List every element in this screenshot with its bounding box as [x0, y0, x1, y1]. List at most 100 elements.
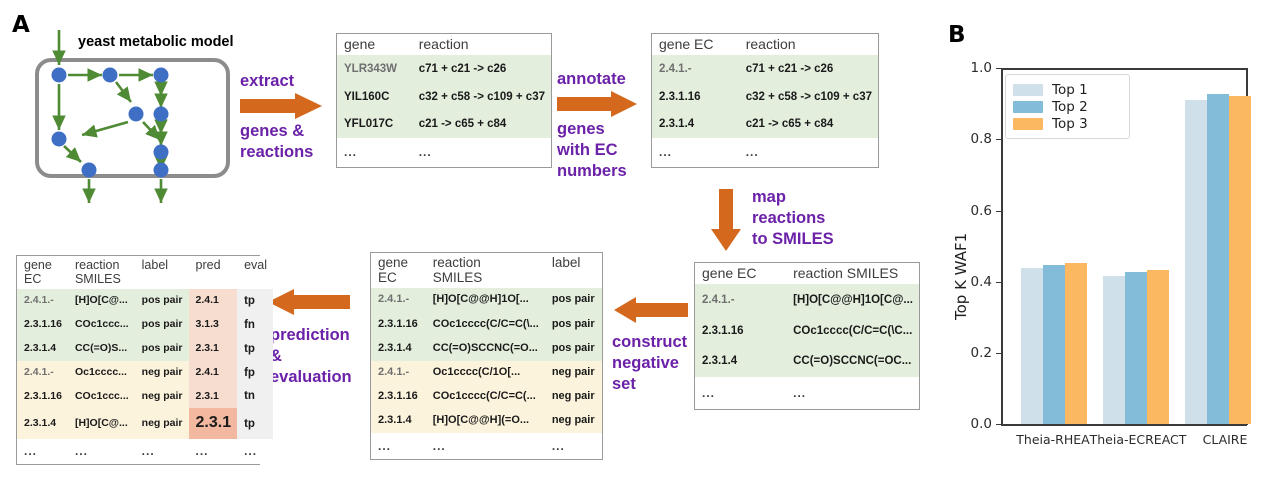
cell-eval: fp [237, 360, 274, 385]
table-row-ellipsis: ... ... [652, 138, 878, 167]
ytick-mark [996, 353, 1001, 355]
table-row: 2.3.1.16 COc1ccc... neg pair 2.3.1 tn [17, 384, 274, 409]
cell-dots: ... [337, 138, 412, 167]
cell-gene-ec: 2.3.1.4 [652, 110, 739, 139]
cell-dots: ... [237, 439, 274, 464]
cell-pred: 2.3.1 [188, 384, 238, 409]
cell-smiles: COc1cccc(C/C=C(\C... [786, 315, 919, 347]
th-rxn-line1: reaction [74, 258, 120, 272]
cell-smiles: COc1ccc... [67, 384, 135, 409]
cell-gene-ec: 2.4.1.- [17, 289, 68, 313]
cell-reaction: c71 + c21 -> c26 [738, 55, 878, 83]
cell-pred: 2.3.1 [188, 336, 238, 361]
ytick-mark [996, 139, 1001, 141]
axis-left [1001, 68, 1003, 425]
xtick-label-theia-ecreact: Theia-ECREACT [1089, 432, 1187, 447]
bar-claire-top1 [1185, 100, 1207, 424]
extract-arrow-icon [240, 93, 322, 119]
bar-theia-rhea-top3 [1065, 263, 1087, 424]
map-arrow-icon [711, 189, 741, 251]
bar-theia-ecreact-top1 [1103, 275, 1125, 424]
cell-gene: YFL017C [337, 110, 412, 139]
ytick-mark [996, 68, 1001, 70]
th-reaction: reaction [738, 34, 878, 56]
ytick-label-2: 0.4 [970, 274, 992, 290]
th-rxn-line2: SMILES [432, 269, 483, 285]
cell-label: neg pair [544, 409, 602, 434]
cell-label: pos pair [134, 336, 189, 361]
xtick-label-theia-rhea: Theia-RHEA [1016, 432, 1090, 447]
table-gene-reaction: gene reaction YLR343W c71 + c21 -> c26 Y… [336, 33, 552, 168]
panel-b-letter: B [948, 22, 966, 48]
ytick-label-4: 0.8 [970, 131, 992, 147]
ytick-mark [996, 211, 1001, 213]
table-row-ellipsis: ... ... [337, 138, 551, 167]
ytick-label-0: 0.0 [970, 416, 992, 432]
th-label: label [134, 256, 189, 289]
construct-label-1: construct [612, 333, 688, 351]
legend-item-top1: Top 1 [1013, 81, 1120, 98]
legend-label-top2: Top 2 [1052, 98, 1088, 115]
cell-reaction: c32 + c58 -> c109 + c37 [738, 82, 878, 111]
cell-label: neg pair [544, 384, 602, 410]
bar-theia-ecreact-top2 [1125, 272, 1147, 424]
bar-theia-ecreact-top3 [1147, 269, 1169, 424]
chart-legend: Top 1 Top 2 Top 3 [1005, 74, 1130, 139]
cell-dots: ... [411, 138, 551, 167]
table-row: YFL017C c21 -> c65 + c84 [337, 110, 551, 139]
th-gene-ec: gene EC [695, 263, 787, 285]
table-row: 2.3.1.16 COc1ccc... pos pair 3.1.3 fn [17, 312, 274, 337]
cell-label: pos pair [134, 289, 189, 313]
cell-reaction: c32 + c58 -> c109 + c37 [411, 82, 551, 111]
cell-gene-ec: 2.3.1.16 [652, 82, 739, 111]
annotate-label-above: annotate [557, 70, 626, 88]
cell-smiles: CC(=O)SCCNC(=OC... [786, 346, 919, 377]
cell-smiles: CC(=O)S... [67, 336, 135, 361]
cell-gene-ec: 2.3.1.16 [17, 312, 68, 337]
annotate-arrow-icon [557, 91, 637, 117]
cell-gene-ec: 2.3.1.16 [17, 384, 68, 409]
cell-dots: ... [786, 376, 919, 409]
cell-label: neg pair [544, 360, 602, 385]
cell-label: pos pair [544, 312, 602, 337]
prediction-label-1: prediction [270, 326, 350, 344]
cell-eval: tn [237, 384, 274, 409]
cell-gene-ec: 2.4.1.- [652, 55, 739, 83]
table-row: 2.3.1.4 [H]O[C@@H](=O... neg pair [371, 409, 602, 434]
cell-smiles: [H]O[C@... [67, 408, 135, 440]
cell-dots: ... [17, 439, 68, 464]
cell-gene: YLR343W [337, 55, 412, 83]
yeast-model-title: yeast metabolic model [78, 34, 234, 50]
th-gene-ec: gene EC [17, 256, 68, 289]
table-ec-smiles: gene EC reaction SMILES 2.4.1.- [H]O[C@@… [694, 262, 920, 410]
construct-label-3: set [612, 375, 636, 393]
cell-eval: tp [237, 336, 274, 361]
table-row: YIL160C c32 + c58 -> c109 + c37 [337, 82, 551, 111]
cell-gene-ec: 2.3.1.4 [17, 408, 68, 440]
cell-gene-ec: 2.4.1.- [695, 284, 787, 316]
cell-gene: YIL160C [337, 82, 412, 111]
legend-label-top3: Top 3 [1052, 115, 1088, 132]
map-label-1: map [752, 188, 786, 206]
table-ec-reaction: gene EC reaction 2.4.1.- c71 + c21 -> c2… [651, 33, 879, 168]
cell-label: neg pair [134, 360, 189, 385]
table-row: 2.3.1.4 CC(=O)SCCNC(=OC... [695, 346, 919, 377]
table-row: 2.3.1.4 c21 -> c65 + c84 [652, 110, 878, 139]
table-row: 2.4.1.- [H]O[C@@H]1O[... pos pair [371, 288, 602, 313]
cell-label: neg pair [134, 384, 189, 409]
th-reaction-smiles: reaction SMILES [425, 253, 545, 289]
metabolic-network-graph [51, 30, 169, 204]
table-row: 2.3.1.4 [H]O[C@... neg pair 2.3.1 tp [17, 408, 274, 440]
th-gene-ec: gene EC [371, 253, 426, 289]
cell-smiles: [H]O[C@@H]1O[C@... [786, 284, 919, 316]
table-row: 2.3.1.4 CC(=O)SCCNC(=O... pos pair [371, 336, 602, 361]
cell-dots: ... [134, 439, 189, 464]
table-row-ellipsis: ... ... [695, 376, 919, 409]
cell-pred: 2.4.1 [188, 289, 238, 313]
annotate-label-below-3: numbers [557, 162, 627, 180]
cell-dots: ... [425, 433, 545, 459]
cell-smiles: Oc1cccc... [67, 360, 135, 385]
legend-item-top3: Top 3 [1013, 115, 1120, 132]
th-reaction-smiles: reaction SMILES [786, 263, 919, 285]
th-gene-ec-line2: EC [24, 271, 42, 286]
